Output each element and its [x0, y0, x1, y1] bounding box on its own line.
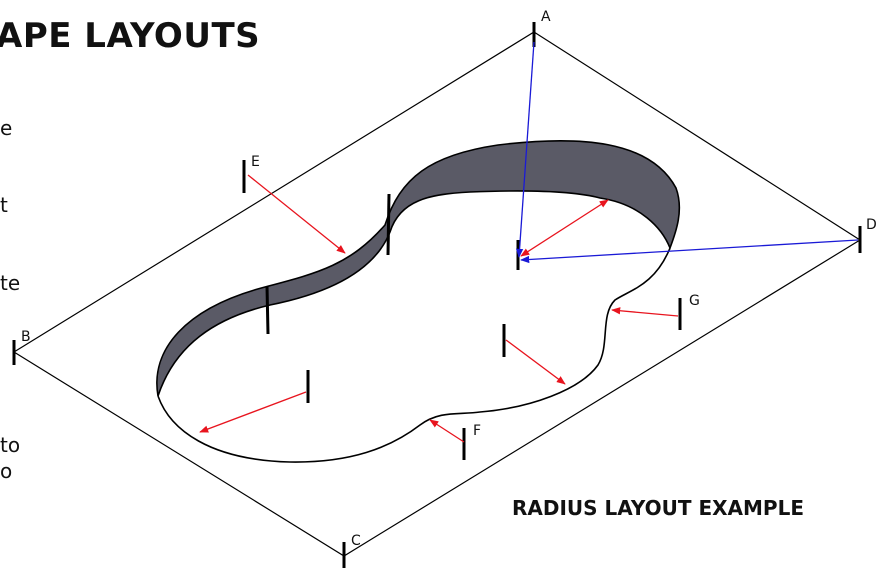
point-label-B: B [21, 329, 31, 345]
radius-arrow-left [199, 391, 307, 433]
point-label-A: A [541, 9, 551, 25]
point-label-C: C [351, 533, 361, 549]
cropped-text-fragment: e [0, 116, 13, 140]
point-label-D: D [866, 217, 877, 233]
cropped-text-fragment: to [0, 433, 21, 457]
radius-arrow-E [247, 174, 346, 254]
pool-wall [156, 139, 681, 397]
cropped-text-fragment: o [0, 459, 13, 483]
pool-outline [157, 247, 671, 463]
cropped-text-fragment: te [0, 271, 21, 295]
radius-arrow-center [520, 199, 609, 257]
radius-arrow-G [611, 307, 679, 317]
radius-arrow-F [429, 419, 465, 443]
site-boundary [12, 31, 862, 557]
wall-seam [386, 193, 391, 256]
point-label-F: F [473, 423, 481, 439]
point-label-E: E [251, 154, 260, 170]
baseline-arrow-D [520, 239, 859, 264]
point-label-G: G [689, 293, 700, 309]
wall-seam [265, 285, 270, 335]
radius-arrow-center-lower [505, 339, 566, 385]
cropped-text-fragment: t [0, 193, 8, 217]
page-title: APE LAYOUTS [0, 16, 261, 56]
diagram-caption: RADIUS LAYOUT EXAMPLE [512, 496, 804, 520]
